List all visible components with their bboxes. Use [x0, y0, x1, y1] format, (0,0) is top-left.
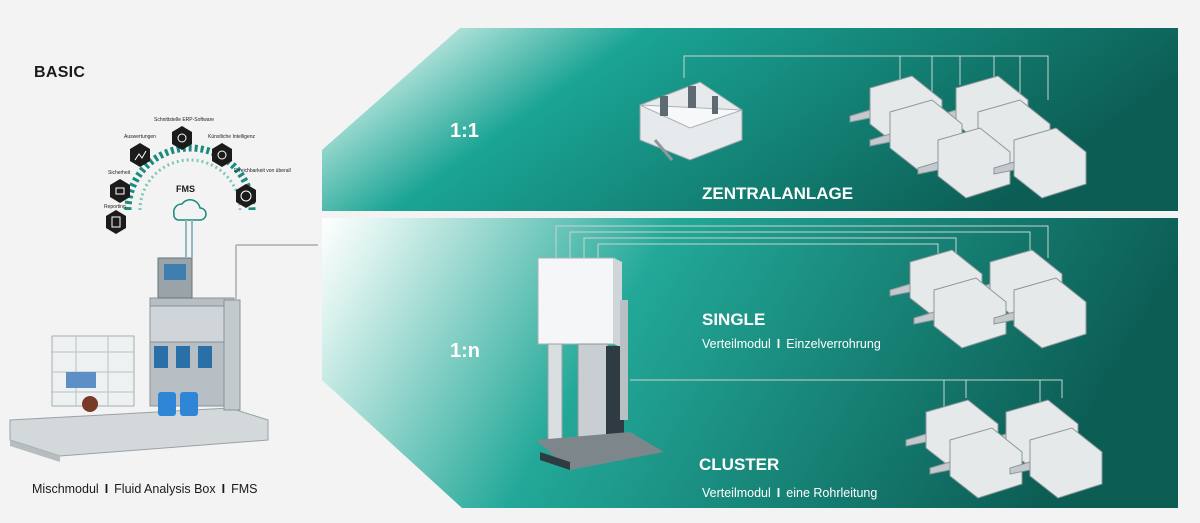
- caption-separator: I: [104, 482, 109, 496]
- fms-hex-icons: [106, 126, 256, 234]
- mixing-module-machine: [9, 245, 269, 462]
- bottom-ratio: 1:n: [450, 340, 480, 362]
- fms-hex-glyphs: [111, 133, 252, 228]
- fms-feature-label: Künstliche Intelligenz: [208, 134, 255, 140]
- zentralanlage-heading: ZENTRALANLAGE: [702, 184, 854, 203]
- top-machines: [849, 75, 1087, 199]
- basic-caption: Mischmodul I Fluid Analysis Box I FMS: [32, 482, 257, 496]
- single-sub-item: Einzelverrohrung: [786, 337, 881, 351]
- cluster-sub-item: eine Rohrleitung: [786, 486, 878, 500]
- single-pipes: [555, 225, 1049, 270]
- fms-feature-labels: Reporting Sicherheit Auswertungen Schnit…: [104, 117, 291, 210]
- caption-separator: I: [221, 482, 226, 496]
- top-ratio: 1:1: [450, 120, 479, 142]
- fms-feature-label: Schnittstelle ERP-Software: [154, 117, 214, 123]
- single-subline: Verteilmodul I Einzelverrohrung: [702, 337, 881, 351]
- single-machines: [889, 249, 1087, 349]
- fms-feature-label: Reporting: [104, 204, 126, 210]
- distribution-module: [536, 257, 664, 470]
- central-plant-machine: [639, 81, 743, 161]
- cloud-icon: [173, 199, 207, 258]
- cluster-heading: CLUSTER: [699, 455, 780, 474]
- fms-feature-label: Auswertungen: [124, 134, 156, 140]
- sub-separator: I: [776, 337, 781, 351]
- fms-feature-label: Erreichbarkeit von überall: [234, 168, 291, 174]
- fms-arc: [124, 144, 256, 211]
- single-heading: SINGLE: [702, 310, 766, 329]
- single-sub-item: Verteilmodul: [702, 337, 771, 351]
- fms-feature-label: Sicherheit: [108, 170, 131, 176]
- basic-title: BASIC: [34, 64, 86, 81]
- cluster-sub-item: Verteilmodul: [702, 486, 771, 500]
- cluster-machines: [905, 399, 1103, 499]
- fms-center-label: FMS: [176, 184, 195, 194]
- sub-separator: I: [776, 486, 781, 500]
- caption-item: Fluid Analysis Box: [114, 482, 216, 496]
- caption-item: FMS: [231, 482, 258, 496]
- caption-item: Mischmodul: [32, 482, 99, 496]
